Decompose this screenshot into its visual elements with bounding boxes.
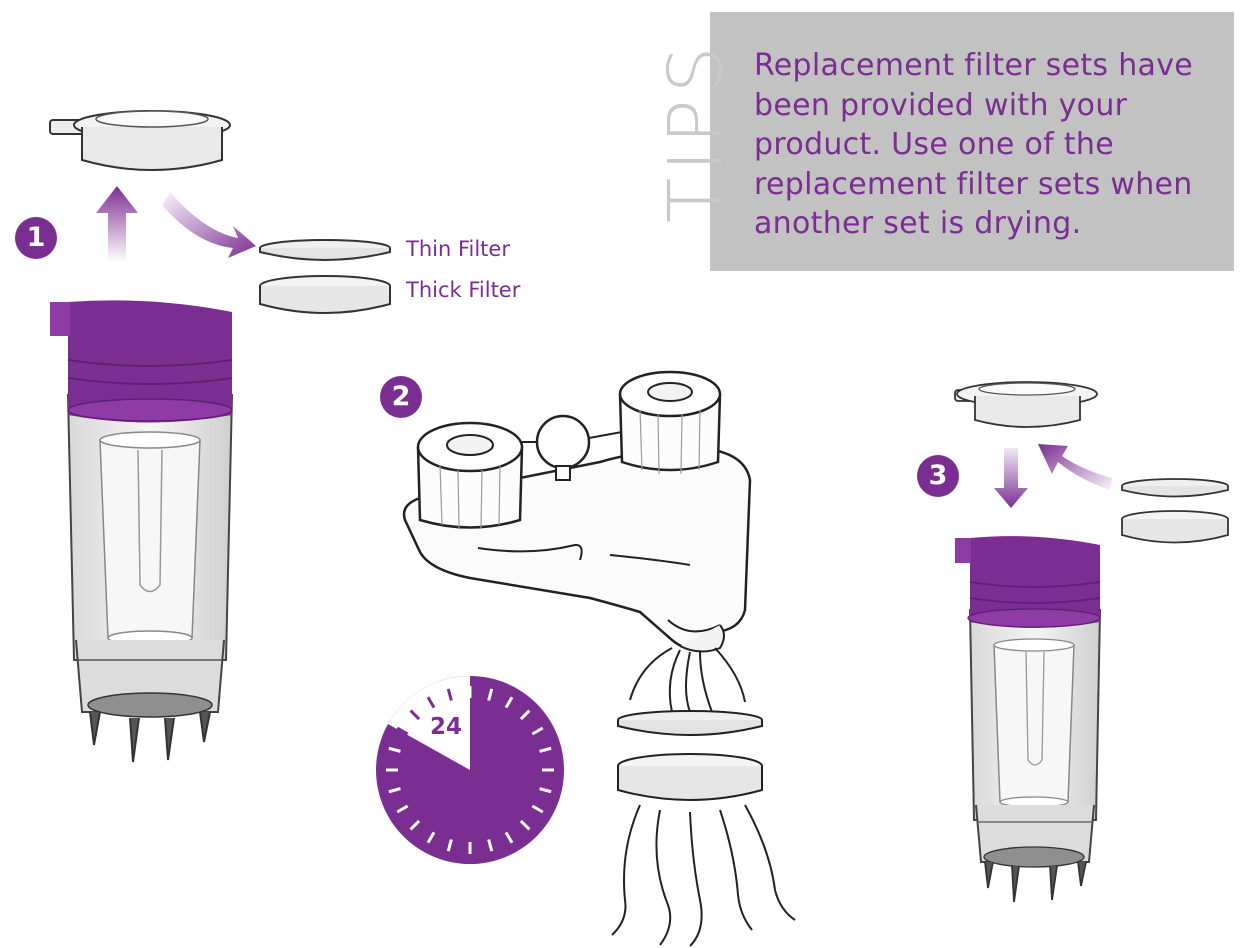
up-arrow-step1 — [96, 186, 138, 262]
filter-lid-step1 — [49, 110, 231, 171]
timer-tick — [487, 688, 494, 701]
timer-tick — [426, 696, 436, 709]
step-1-badge: 1 — [15, 217, 57, 259]
timer-tick — [487, 839, 494, 852]
thick-filter-disc-step2 — [617, 753, 763, 801]
thin-filter-disc-step1 — [259, 239, 391, 261]
timer-tick — [504, 696, 514, 709]
thick-filter-label: Thick Filter — [406, 278, 521, 302]
tips-heading: TIPS — [653, 40, 739, 223]
tips-panel — [710, 12, 1234, 271]
timer-tick — [531, 726, 544, 736]
canister-step1 — [50, 300, 234, 763]
step-1-group — [49, 110, 391, 763]
step-3-group — [954, 381, 1229, 903]
faucet — [402, 370, 752, 653]
timer-tick — [446, 839, 453, 852]
timer-tick — [539, 746, 552, 753]
timer-tick — [531, 804, 544, 814]
thick-filter-disc-step1 — [259, 275, 391, 314]
curved-arrow-step3 — [1038, 444, 1112, 490]
thick-filter-disc-step3 — [1121, 510, 1229, 544]
curved-arrow-step1 — [162, 192, 256, 258]
thin-filter-disc-step2 — [617, 710, 763, 736]
timer-tick — [409, 709, 421, 721]
timer-tick — [426, 831, 436, 844]
water-streams-lower — [611, 804, 796, 947]
water-streams-upper — [629, 647, 746, 713]
timer-clock — [376, 676, 564, 864]
timer-tick — [388, 787, 401, 794]
timer-tick — [519, 709, 531, 721]
timer-tick — [409, 819, 421, 831]
timer-tick — [519, 819, 531, 831]
timer-tick — [396, 804, 409, 814]
timer-tick — [396, 726, 409, 736]
thin-filter-disc-step3 — [1121, 478, 1229, 498]
filter-lid-step3 — [954, 381, 1098, 428]
down-arrow-step3 — [994, 448, 1028, 508]
canister-step3 — [955, 536, 1102, 903]
tips-text: Replacement filter sets have been provid… — [754, 48, 1194, 241]
timer-tick — [446, 688, 453, 701]
step-2-group — [376, 370, 796, 947]
timer-tick — [504, 831, 514, 844]
step-2-badge: 2 — [380, 376, 422, 418]
timer-tick — [539, 787, 552, 794]
timer-value: 24 — [429, 714, 462, 740]
step-3-badge: 3 — [917, 455, 959, 497]
thin-filter-label: Thin Filter — [406, 237, 510, 261]
timer-tick — [388, 746, 401, 753]
